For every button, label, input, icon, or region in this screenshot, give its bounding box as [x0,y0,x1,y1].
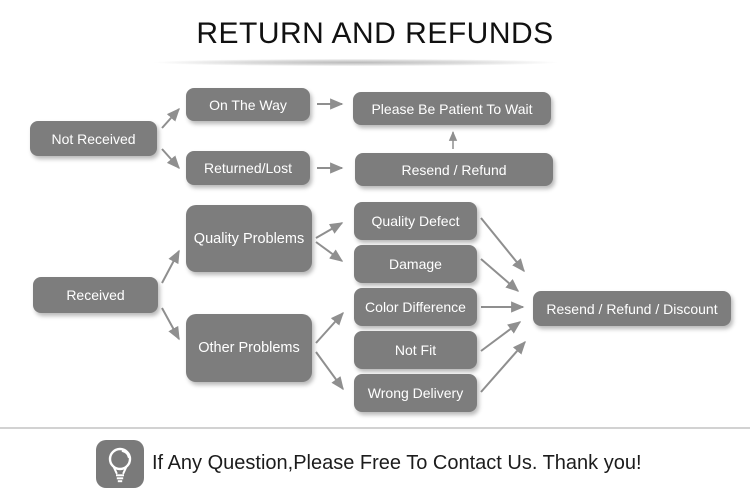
flow-node-color-difference: Color Difference [354,288,477,326]
flow-node-quality-problems: Quality Problems [186,205,312,272]
flow-node-resend-refund-discount: Resend / Refund / Discount [533,291,731,326]
flow-node-on-the-way: On The Way [186,88,310,121]
flow-node-quality-defect: Quality Defect [354,202,477,240]
footer-message: If Any Question,Please Free To Contact U… [152,452,642,474]
flow-node-other-problems: Other Problems [186,314,312,382]
footer-divider [0,427,750,429]
flow-node-wrong-delivery: Wrong Delivery [354,374,477,412]
title-underline [153,59,559,66]
flow-node-resend-refund: Resend / Refund [355,153,553,186]
light-bulb-icon [96,440,144,488]
flow-node-received: Received [33,277,158,313]
flow-node-not-fit: Not Fit [354,331,477,369]
flow-node-returned-lost: Returned/Lost [186,151,310,185]
page-title: RETURN AND REFUNDS [196,17,554,50]
flow-node-please-be-patient: Please Be Patient To Wait [353,92,551,125]
flow-node-damage: Damage [354,245,477,283]
flow-node-not-received: Not Received [30,121,157,156]
